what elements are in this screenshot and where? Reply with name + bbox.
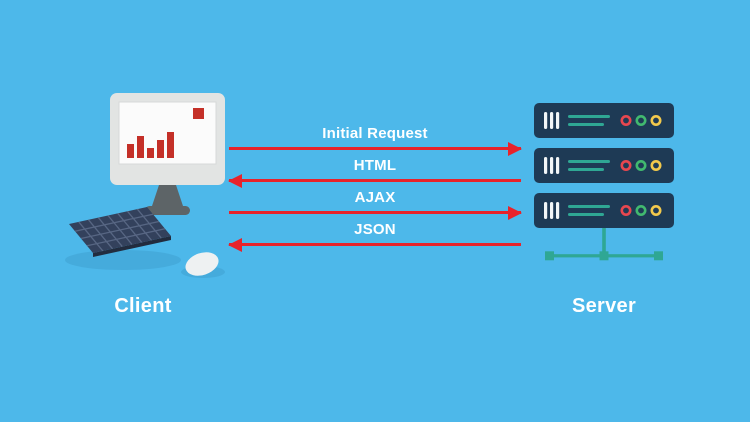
server-unit <box>534 103 674 138</box>
bar-chart-icon <box>127 108 204 158</box>
flow-label: Initial Request <box>322 125 428 142</box>
arrow-right <box>229 141 522 156</box>
flow-row-json: JSON <box>228 220 521 252</box>
server-label: Server <box>571 295 637 317</box>
server-unit <box>534 193 674 228</box>
server-stack-icon <box>534 103 674 261</box>
arrowhead-icon <box>508 141 522 156</box>
desktop-computer-icon <box>65 93 225 278</box>
flow-label: JSON <box>354 221 396 238</box>
network-link <box>545 228 663 261</box>
flow-row-html: HTML <box>228 156 521 188</box>
flow-row-ajax: AJAX <box>229 188 522 220</box>
keyboard <box>69 207 171 257</box>
flow-label: AJAX <box>354 189 396 206</box>
arrow-left <box>228 237 521 252</box>
flow-label: HTML <box>353 157 397 174</box>
arrowhead-icon <box>508 205 522 220</box>
arrow-right <box>229 205 522 220</box>
server-unit <box>534 148 674 183</box>
arrowhead-icon <box>228 237 242 252</box>
arrowhead-icon <box>228 173 242 188</box>
arrow-left <box>228 173 521 188</box>
client-label: Client <box>114 295 172 317</box>
mouse <box>185 252 219 276</box>
keyboard-shadow <box>65 250 181 270</box>
flow-row-initial-request: Initial Request <box>229 124 522 156</box>
